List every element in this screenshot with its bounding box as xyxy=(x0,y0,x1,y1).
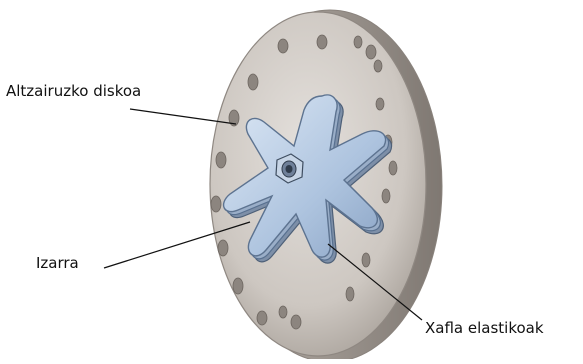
label-star: Izarra xyxy=(36,256,79,271)
label-elastic-plates: Xafla elastikoak xyxy=(425,321,544,336)
label-steel-disk: Altzairuzko diskoa xyxy=(6,84,141,99)
